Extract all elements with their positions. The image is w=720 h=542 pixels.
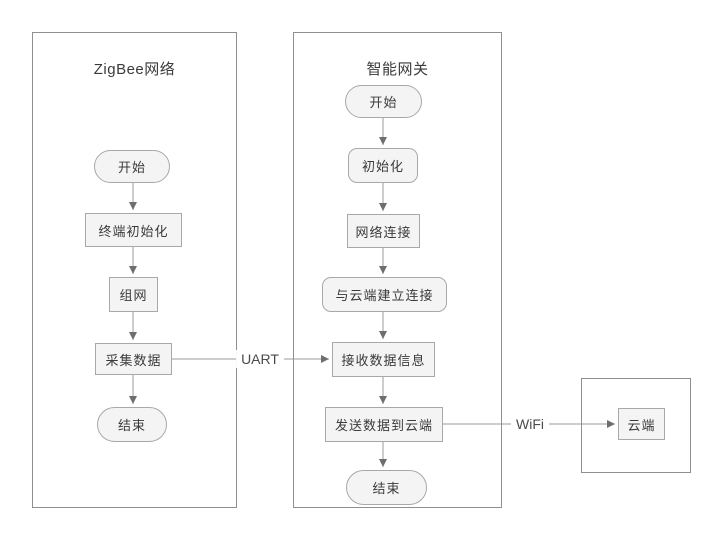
- uart-link-label: UART: [236, 350, 284, 368]
- node-gateway-init: 初始化: [348, 148, 418, 183]
- node-gateway-end: 结束: [346, 470, 427, 505]
- node-gateway-start: 开始: [345, 85, 422, 118]
- zigbee-network-title: ZigBee网络: [93, 61, 176, 78]
- node-gateway-send-to-cloud: 发送数据到云端: [325, 407, 443, 442]
- cloud-container: [581, 378, 691, 473]
- smart-gateway-container: [293, 32, 502, 508]
- node-zigbee-start: 开始: [94, 150, 170, 183]
- node-zigbee-collect-data: 采集数据: [95, 343, 172, 375]
- zigbee-network-container: [32, 32, 237, 508]
- node-gateway-network-connect: 网络连接: [347, 214, 420, 248]
- node-zigbee-end: 结束: [97, 407, 167, 442]
- smart-gateway-title: 智能网关: [366, 61, 429, 78]
- node-gateway-receive-data: 接收数据信息: [332, 342, 435, 377]
- wifi-link-label: WiFi: [511, 415, 549, 433]
- node-zigbee-form-network: 组网: [109, 277, 158, 312]
- node-zigbee-terminal-init: 终端初始化: [85, 213, 182, 247]
- node-cloud: 云端: [618, 408, 665, 440]
- node-gateway-cloud-connect: 与云端建立连接: [322, 277, 447, 312]
